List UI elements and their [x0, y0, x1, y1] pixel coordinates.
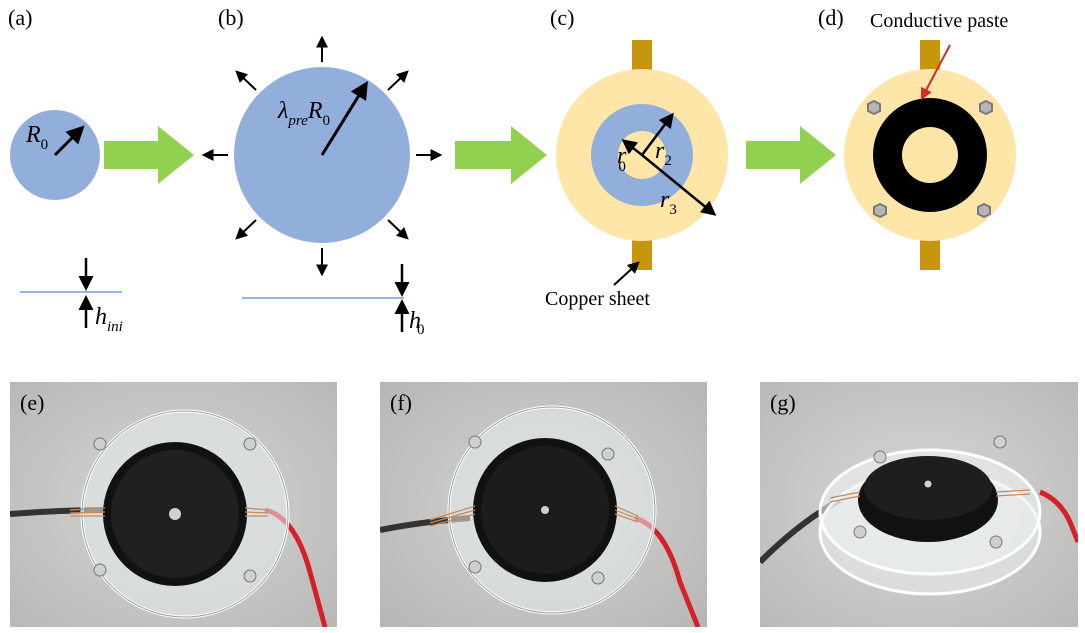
- copper-sheet-pointer: [613, 261, 640, 286]
- label-r0: R0: [25, 122, 48, 153]
- photo-e: (e): [10, 382, 337, 627]
- copper-sheet-label: Copper sheet: [545, 288, 650, 310]
- label-r0-c: r0: [617, 143, 627, 175]
- panel-label-e: (e): [20, 390, 45, 415]
- radius-arrow-r0-c: [621, 139, 643, 156]
- photo-g-device: [760, 382, 1078, 627]
- photo-f-device: [380, 382, 707, 627]
- panel-label-b: (b): [218, 5, 244, 30]
- label-r3: r3: [660, 187, 677, 218]
- panel-label-a: (a): [8, 5, 32, 30]
- radius-arrow-r2: [641, 112, 674, 156]
- copper-sheet-top-d: [920, 40, 940, 74]
- panel-label-f: (f): [390, 390, 412, 415]
- photo-g: (g): [760, 382, 1078, 627]
- panel-label-c: (c): [550, 5, 574, 30]
- conductive-paste-pointer: [920, 44, 951, 101]
- copper-sheet-bottom-d: [920, 236, 940, 270]
- stretch-arrows: [201, 35, 443, 277]
- panel-label-g: (g): [770, 390, 796, 415]
- process-arrow-3: [746, 126, 836, 184]
- photo-f: (f): [380, 382, 707, 627]
- photo-e-device: [10, 382, 337, 627]
- conductive-paste-label: Conductive paste: [870, 10, 1008, 32]
- label-h-ini: hini: [95, 304, 123, 335]
- radius-arrow-r0: [53, 125, 85, 157]
- label-r2: r2: [655, 138, 672, 169]
- inner-disc-d: [902, 127, 958, 183]
- panel-label-d: (d): [818, 5, 844, 30]
- process-arrow-1: [104, 126, 194, 184]
- label-lambda-pre-r0: λpreR0: [277, 98, 330, 129]
- process-arrow-2: [455, 126, 547, 184]
- label-h0: h0: [409, 308, 425, 338]
- radius-arrow-r3: [641, 154, 717, 216]
- copper-sheet-top: [632, 40, 652, 74]
- radius-arrow-lambda-r0: [320, 80, 368, 156]
- screws: [867, 99, 993, 219]
